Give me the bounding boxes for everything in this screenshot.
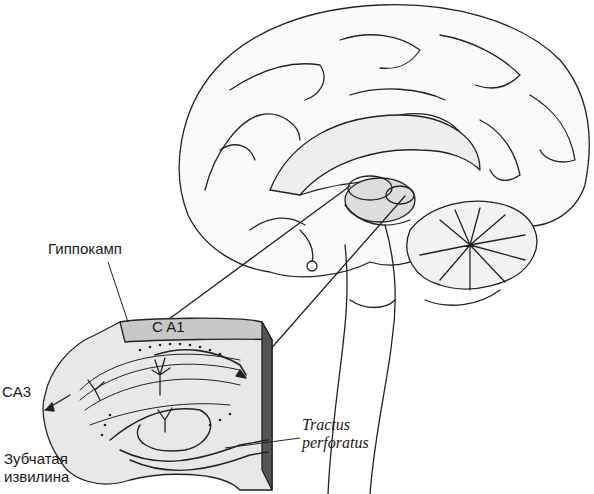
region-label: C A1 <box>152 318 212 336</box>
tract-label: Tractus perforatus <box>302 416 412 452</box>
region-label: CA3 <box>2 383 52 401</box>
structure-label: Гиппокамп <box>48 240 158 258</box>
structure-label: Зубчатая извилина <box>4 450 104 486</box>
